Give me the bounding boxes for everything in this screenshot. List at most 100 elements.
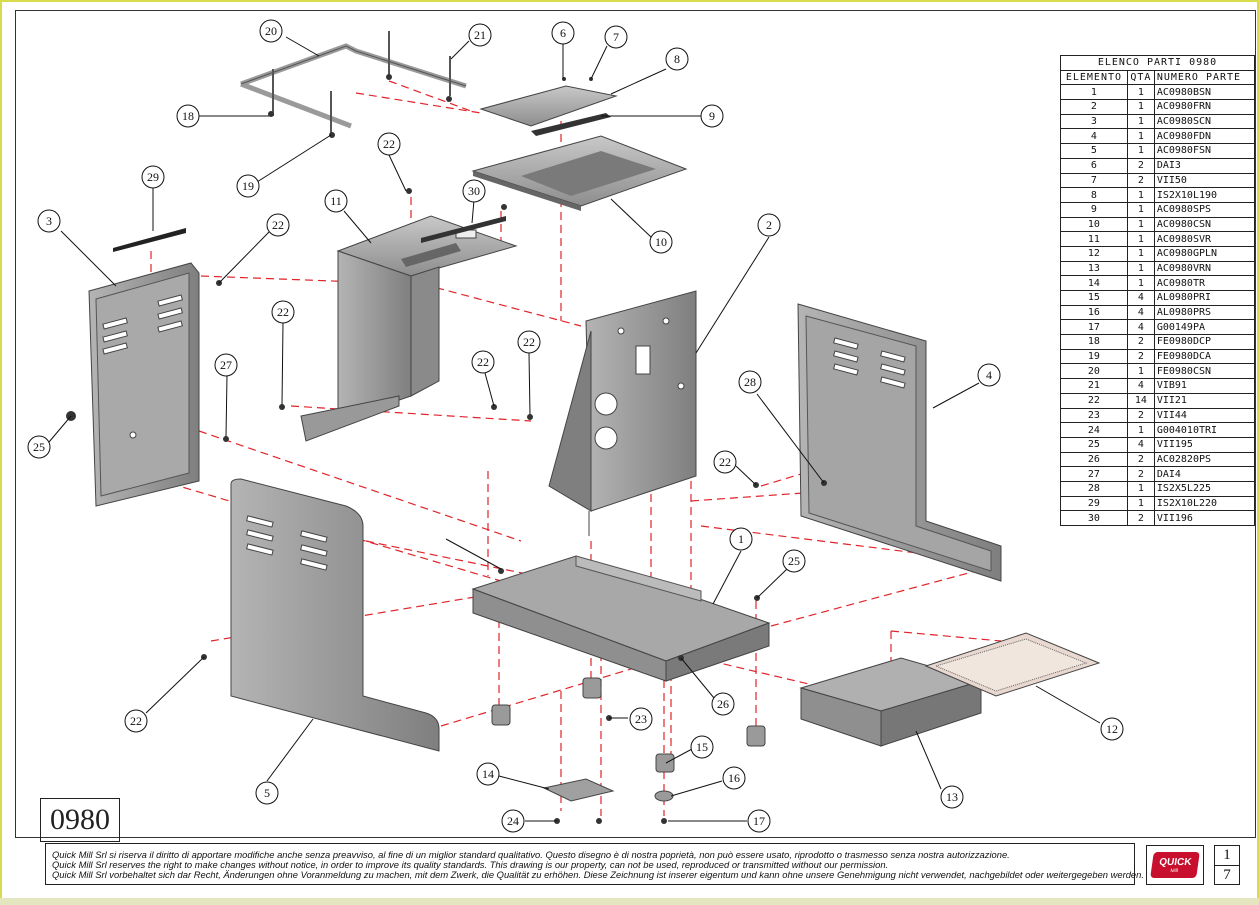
callout-circle bbox=[713, 450, 737, 474]
item-number-cell: 27 bbox=[1060, 466, 1128, 482]
item-number-cell: 20 bbox=[1060, 363, 1128, 380]
part-number-cell: VII21 bbox=[1153, 392, 1256, 409]
callout-circle bbox=[255, 781, 279, 805]
quantity-cell: 1 bbox=[1126, 201, 1155, 218]
part-number-cell: DAI4 bbox=[1153, 466, 1256, 482]
quantity-cell: 1 bbox=[1126, 495, 1155, 512]
quantity-cell: 4 bbox=[1126, 378, 1155, 394]
part-number-cell: IS2X10L190 bbox=[1153, 187, 1256, 203]
callout-label: 2 bbox=[766, 218, 772, 232]
disclaimer-english: Quick Mill Srl reserves the right to mak… bbox=[52, 859, 889, 870]
callout-circle bbox=[141, 165, 165, 189]
part-2-front-panel bbox=[548, 290, 697, 536]
item-number-cell: 22 bbox=[1060, 392, 1128, 409]
item-number-cell: 19 bbox=[1060, 348, 1128, 365]
callout-circle bbox=[649, 230, 673, 254]
quantity-cell: 1 bbox=[1126, 216, 1155, 233]
item-number-cell: 13 bbox=[1060, 260, 1128, 277]
callout-circle bbox=[711, 692, 735, 716]
quantity-cell: 4 bbox=[1126, 436, 1155, 453]
item-number-cell: 26 bbox=[1060, 451, 1128, 468]
callout-circle bbox=[977, 363, 1001, 387]
col-header-numero-parte: NUMERO PARTE bbox=[1153, 69, 1256, 86]
item-number-cell: 8 bbox=[1060, 187, 1128, 203]
quantity-cell: 4 bbox=[1126, 290, 1155, 306]
callout-label: 4 bbox=[986, 368, 992, 382]
callout-leaders bbox=[48, 36, 1101, 822]
part-number-cell: AC0980GPLN bbox=[1153, 245, 1256, 262]
callout-label: 5 bbox=[264, 786, 270, 800]
item-number-cell: 30 bbox=[1060, 510, 1128, 526]
callout-label: 23 bbox=[635, 712, 647, 726]
callout-label: 28 bbox=[744, 375, 756, 389]
item-number-cell: 4 bbox=[1060, 128, 1128, 145]
quantity-cell: 1 bbox=[1126, 275, 1155, 291]
callout-circle bbox=[214, 353, 238, 377]
callout-circle bbox=[782, 549, 806, 573]
quantity-cell: 1 bbox=[1126, 480, 1155, 497]
part-9-top-plate bbox=[479, 85, 618, 136]
quick-mill-logo: QUICK Mill bbox=[1146, 845, 1204, 885]
quantity-cell: 4 bbox=[1126, 319, 1155, 336]
part-number-cell: AC0980FSN bbox=[1153, 143, 1256, 159]
callout-circle bbox=[27, 435, 51, 459]
sheet-total: 7 bbox=[1223, 867, 1231, 883]
item-number-cell: 1 bbox=[1060, 84, 1128, 101]
quantity-cell: 2 bbox=[1126, 348, 1155, 365]
quantity-cell: 2 bbox=[1126, 157, 1155, 174]
callout-label: 6 bbox=[560, 26, 566, 40]
callout-label: 19 bbox=[242, 179, 254, 193]
part-number-cell: VIB91 bbox=[1153, 378, 1256, 394]
callout-circle bbox=[629, 707, 653, 731]
part-20-frame bbox=[240, 31, 467, 136]
item-number-cell: 3 bbox=[1060, 113, 1128, 130]
part-number-cell: AC0980FDN bbox=[1153, 128, 1256, 145]
item-number-cell: 17 bbox=[1060, 319, 1128, 336]
part-1-base-tray bbox=[471, 555, 771, 682]
part-number-cell: AC02820PS bbox=[1153, 451, 1256, 468]
callout-label: 22 bbox=[523, 335, 535, 349]
callout-label: 15 bbox=[696, 740, 708, 754]
item-number-cell: 21 bbox=[1060, 378, 1128, 394]
bottom-bar bbox=[0, 898, 1259, 905]
callout-label: 18 bbox=[182, 109, 194, 123]
callout-circle bbox=[476, 762, 500, 786]
part-11-rear-cover bbox=[300, 215, 518, 442]
callout-label: 13 bbox=[946, 790, 958, 804]
sheet-number: 1 7 bbox=[1214, 845, 1240, 885]
part-number-cell: FE0980DCP bbox=[1153, 334, 1256, 350]
callout-circle bbox=[665, 47, 689, 71]
part-number-cell: IS2X10L220 bbox=[1153, 495, 1256, 512]
callout-circle bbox=[1100, 717, 1124, 741]
callout-label: 25 bbox=[788, 554, 800, 568]
callout-circle bbox=[729, 527, 753, 551]
callout-label: 22 bbox=[477, 355, 489, 369]
callout-circle bbox=[747, 809, 771, 833]
model-number-box: 0980 bbox=[40, 798, 120, 842]
item-number-cell: 10 bbox=[1060, 216, 1128, 233]
part-number-cell: G004010TRI bbox=[1153, 422, 1256, 438]
callout-circle bbox=[940, 785, 964, 809]
part-number-cell: AL0980PRI bbox=[1153, 290, 1256, 306]
part-number-cell: IS2X5L225 bbox=[1153, 480, 1256, 497]
quantity-cell: 1 bbox=[1126, 113, 1155, 130]
callout-label: 12 bbox=[1106, 722, 1118, 736]
